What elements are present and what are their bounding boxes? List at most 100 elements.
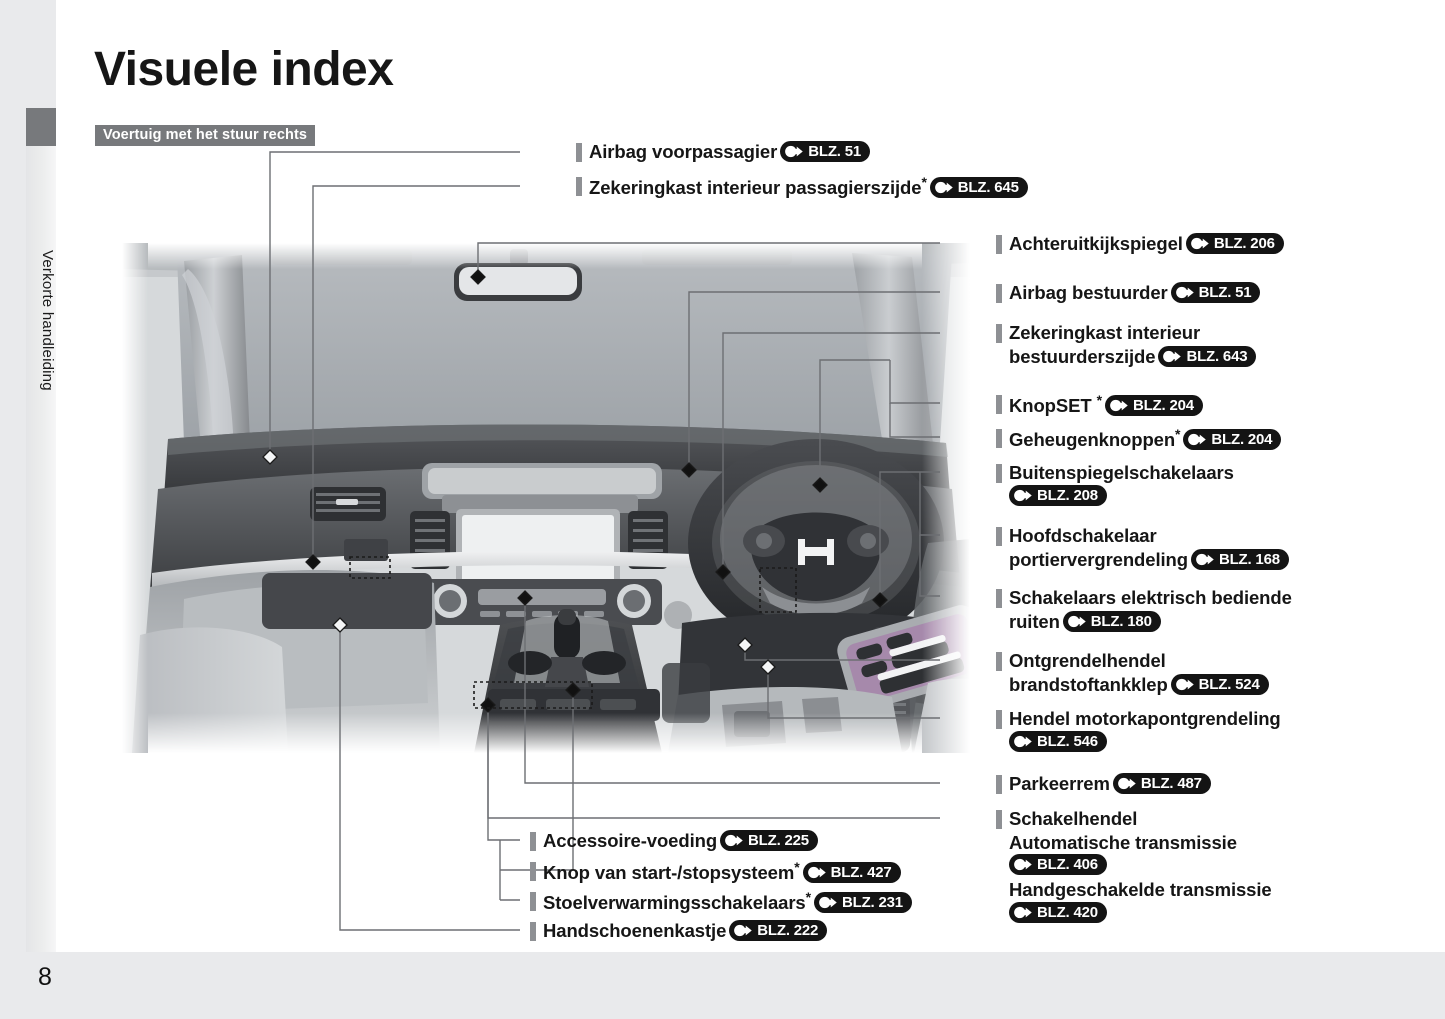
- callout-label-line2: bestuurderszijde: [1009, 345, 1156, 367]
- footnote-star: *: [1175, 426, 1181, 442]
- page-reference-badge[interactable]: BLZ. 204: [1104, 395, 1203, 417]
- page-reference-badge[interactable]: BLZ. 546: [1009, 730, 1107, 752]
- callout-label: Airbag bestuurder: [1009, 282, 1168, 303]
- callout-label-line2: Automatische transmissie: [1009, 831, 1237, 853]
- page-title: Visuele index: [94, 43, 394, 96]
- footnote-star: *: [805, 889, 811, 905]
- arrow-right-icon: [1175, 286, 1194, 299]
- callout-parking-brake: Parkeerrem BLZ. 487: [996, 772, 1211, 796]
- callout-label: Handschoenenkastje: [543, 920, 727, 941]
- page-reference-badge[interactable]: BLZ. 427: [802, 862, 901, 884]
- callout-label: KnopSET: [1009, 395, 1092, 417]
- page-reference-badge[interactable]: BLZ. 222: [729, 920, 828, 941]
- callout-tick: [996, 284, 1002, 303]
- page-reference-text: BLZ. 406: [1037, 856, 1098, 874]
- callout-label-line1: Schakelaars elektrisch bediende: [1009, 587, 1292, 608]
- callout-label: Geheugenknoppen: [1009, 429, 1176, 451]
- arrow-right-icon: [1014, 906, 1032, 918]
- callout-tick: [530, 922, 536, 941]
- page-reference-text: BLZ. 222: [757, 922, 819, 939]
- page-reference-badge[interactable]: BLZ. 225: [720, 830, 818, 851]
- page-reference-text: BLZ. 643: [1186, 347, 1248, 365]
- page-reference-badge[interactable]: BLZ. 180: [1062, 610, 1161, 632]
- callout-label-line1: Ontgrendelhendel: [1009, 650, 1166, 671]
- section-side-strip: [26, 146, 56, 952]
- page-reference-badge[interactable]: BLZ. 168: [1190, 548, 1289, 570]
- arrow-right-icon: [1014, 735, 1032, 747]
- page-reference-badge-manual[interactable]: BLZ. 420: [1009, 901, 1107, 923]
- arrow-right-icon: [734, 924, 753, 937]
- page-reference-text: BLZ. 204: [1132, 397, 1194, 415]
- callout-tick: [576, 143, 582, 162]
- page-reference-badge[interactable]: BLZ. 51: [780, 141, 870, 162]
- footnote-star: *: [921, 174, 927, 190]
- callout-hood-release: Hendel motorkapontgrendeling BLZ. 546: [996, 707, 1281, 754]
- callout-label: Accessoire-voeding: [543, 830, 718, 851]
- section-side-label: Verkorte handleiding: [39, 249, 56, 391]
- callout-label: Knop van start-/stopsysteem: [543, 862, 795, 884]
- page-reference-text: BLZ. 51: [808, 143, 861, 160]
- callout-shift-lever: Schakelhendel Automatische transmissie B…: [996, 807, 1272, 925]
- page-reference-text: BLZ. 51: [1198, 284, 1252, 301]
- arrow-right-icon: [1196, 553, 1214, 565]
- footnote-star: *: [1096, 392, 1102, 408]
- callout-tick: [996, 324, 1002, 343]
- callout-label: Hendel motorkapontgrendeling: [1009, 708, 1281, 729]
- callout-start-stop-button: Knop van start-/stopsysteem*BLZ. 427: [530, 859, 901, 885]
- arrow-right-icon: [1117, 777, 1136, 790]
- page-reference-badge[interactable]: BLZ. 206: [1185, 233, 1284, 254]
- callout-label-line1: Schakelhendel: [1009, 808, 1138, 829]
- variant-chip: Voertuig met het stuur rechts: [95, 125, 316, 146]
- page-reference-text: BLZ. 168: [1218, 550, 1280, 568]
- callout-memory-buttons: Geheugenknoppen* BLZ. 204: [996, 426, 1282, 452]
- page-reference-text: BLZ. 204: [1211, 431, 1273, 449]
- arrow-right-icon: [1163, 350, 1182, 362]
- callout-label: Buitenspiegelschakelaars: [1009, 462, 1234, 483]
- page-reference-badge[interactable]: BLZ. 208: [1009, 484, 1107, 506]
- callout-glove-box: Handschoenenkastje BLZ. 222: [530, 919, 828, 943]
- arrow-right-icon: [1014, 859, 1032, 871]
- arrow-right-icon: [1067, 615, 1086, 627]
- page-reference-badge[interactable]: BLZ. 645: [929, 177, 1028, 199]
- page-reference-text: BLZ. 180: [1090, 612, 1152, 630]
- arrow-right-icon: [1190, 237, 1209, 250]
- page-reference-badge[interactable]: BLZ. 231: [813, 892, 912, 914]
- page-reference-badge-automatic[interactable]: BLZ. 406: [1009, 854, 1107, 876]
- callout-mirror-switches: Buitenspiegelschakelaars BLZ. 208: [996, 461, 1234, 508]
- callout-label-line2: portiervergrendeling: [1009, 548, 1188, 570]
- page-reference-text: BLZ. 206: [1213, 235, 1275, 252]
- page-reference-text: BLZ. 546: [1037, 732, 1098, 750]
- callout-label: Stoelverwarmingsschakelaars: [543, 892, 806, 914]
- callout-tick: [996, 464, 1002, 483]
- page-reference-badge[interactable]: BLZ. 204: [1183, 429, 1282, 451]
- callout-tick: [996, 775, 1002, 794]
- callout-label-line1: Hoofdschakelaar: [1009, 525, 1157, 546]
- arrow-right-icon: [785, 145, 803, 158]
- callout-label: Zekeringkast interieur passagierszijde: [589, 177, 922, 199]
- callout-tick: [996, 652, 1002, 671]
- callout-tick: [530, 892, 536, 911]
- page-reference-badge[interactable]: BLZ. 51: [1170, 282, 1261, 303]
- arrow-right-icon: [725, 834, 743, 847]
- page-reference-badge[interactable]: BLZ. 524: [1170, 673, 1269, 695]
- callout-tick: [530, 862, 536, 881]
- page-reference-badge[interactable]: BLZ. 643: [1158, 345, 1257, 367]
- page-reference-text: BLZ. 487: [1140, 775, 1202, 792]
- callout-airbag-driver: Airbag bestuurder BLZ. 51: [996, 281, 1261, 305]
- page-reference-text: BLZ. 208: [1037, 486, 1098, 504]
- callout-label: Parkeerrem: [1009, 773, 1110, 794]
- callout-label: Achteruitkijkspiegel: [1009, 233, 1183, 254]
- arrow-right-icon: [1014, 489, 1032, 501]
- arrow-right-icon: [819, 897, 837, 909]
- callout-tick: [996, 710, 1002, 729]
- page-reference-text: BLZ. 645: [957, 179, 1019, 197]
- callout-tick: [996, 235, 1002, 254]
- callout-label: Airbag voorpassagier: [589, 141, 778, 162]
- footnote-star: *: [794, 859, 800, 875]
- page-reference-badge[interactable]: BLZ. 487: [1112, 773, 1211, 794]
